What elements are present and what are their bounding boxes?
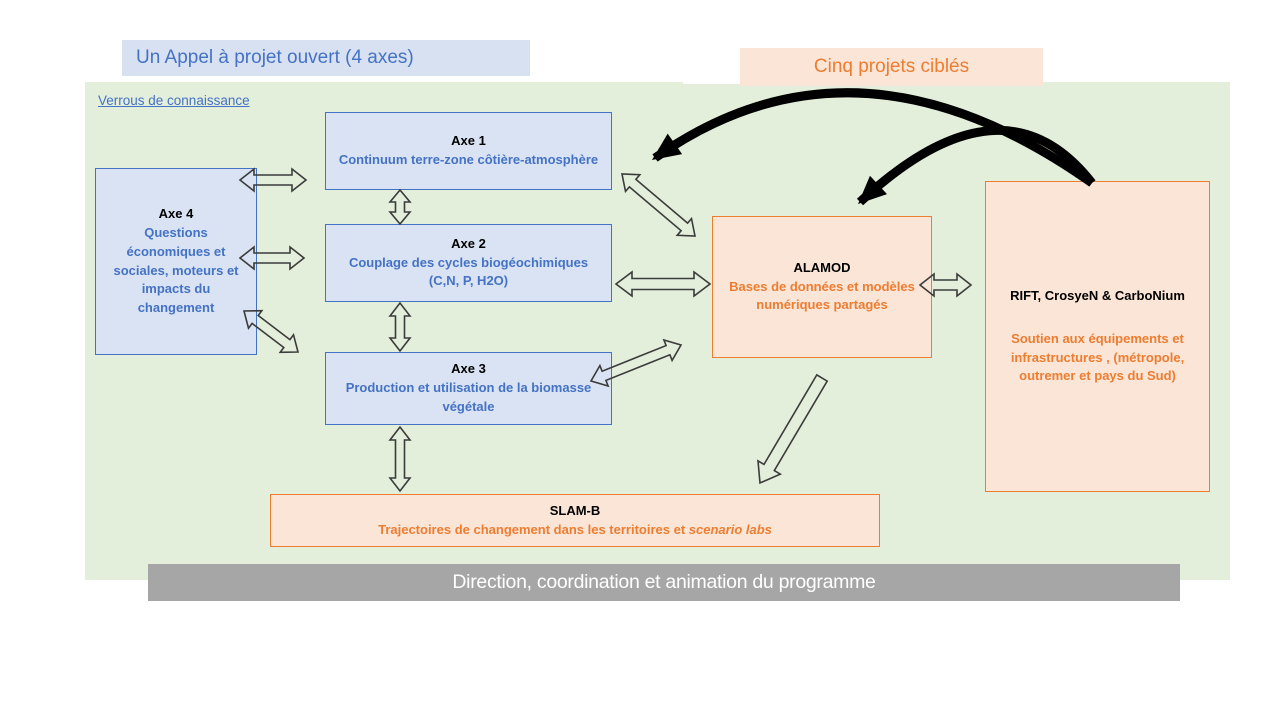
open-call-header: Un Appel à projet ouvert (4 axes) [122, 40, 530, 76]
slamb-box: SLAM-B Trajectoires de changement dans l… [270, 494, 880, 547]
axe4-title: Axe 4 [158, 205, 194, 221]
axe3-box: Axe 3 Production et utilisation de la bi… [325, 352, 612, 425]
footer-label: Direction, coordination et animation du … [452, 571, 876, 593]
alamod-title: ALAMOD [793, 259, 851, 275]
slamb-title: SLAM-B [549, 502, 601, 518]
axe2-box: Axe 2 Couplage des cycles biogéochimique… [325, 224, 612, 302]
axe4-box: Axe 4 Questions économiques et sociales,… [95, 168, 257, 355]
axe1-body: Continuum terre-zone côtière-atmosphère [338, 152, 599, 167]
knowledge-locks-label: Verrous de connaissance [98, 93, 250, 108]
footer-bar: Direction, coordination et animation du … [148, 564, 1180, 601]
slamb-body-italic: scenario labs [688, 521, 772, 537]
targeted-projects-header: Cinq projets ciblés [740, 48, 1043, 86]
axe3-body: Production et utilisation de la biomasse… [345, 380, 592, 414]
axe1-box: Axe 1 Continuum terre-zone côtière-atmos… [325, 112, 612, 190]
axe2-title: Axe 2 [451, 235, 486, 251]
rift-title: RIFT, CrosyeN & CarboNium [1010, 287, 1185, 303]
axe2-body: Couplage des cycles biogéochimiques (C,N… [348, 254, 589, 289]
rift-body: Soutien aux équipements et infrastructur… [1010, 330, 1185, 384]
open-call-label: Un Appel à projet ouvert (4 axes) [136, 47, 414, 68]
slamb-body-text: Trajectoires de changement dans les terr… [378, 521, 689, 537]
rift-box: RIFT, CrosyeN & CarboNium Soutien aux éq… [985, 181, 1210, 492]
targeted-projects-label: Cinq projets ciblés [813, 56, 970, 77]
axe3-title: Axe 3 [451, 361, 486, 377]
axe4-body: Questions économiques et sociales, moteu… [113, 224, 239, 316]
white-gap [683, 62, 741, 84]
alamod-body: Bases de données et modèles numériques p… [729, 278, 915, 313]
alamod-box: ALAMOD Bases de données et modèles numér… [712, 216, 932, 358]
slamb-body: Trajectoires de changement dans les terr… [378, 521, 772, 540]
axe1-title: Axe 1 [451, 133, 486, 149]
